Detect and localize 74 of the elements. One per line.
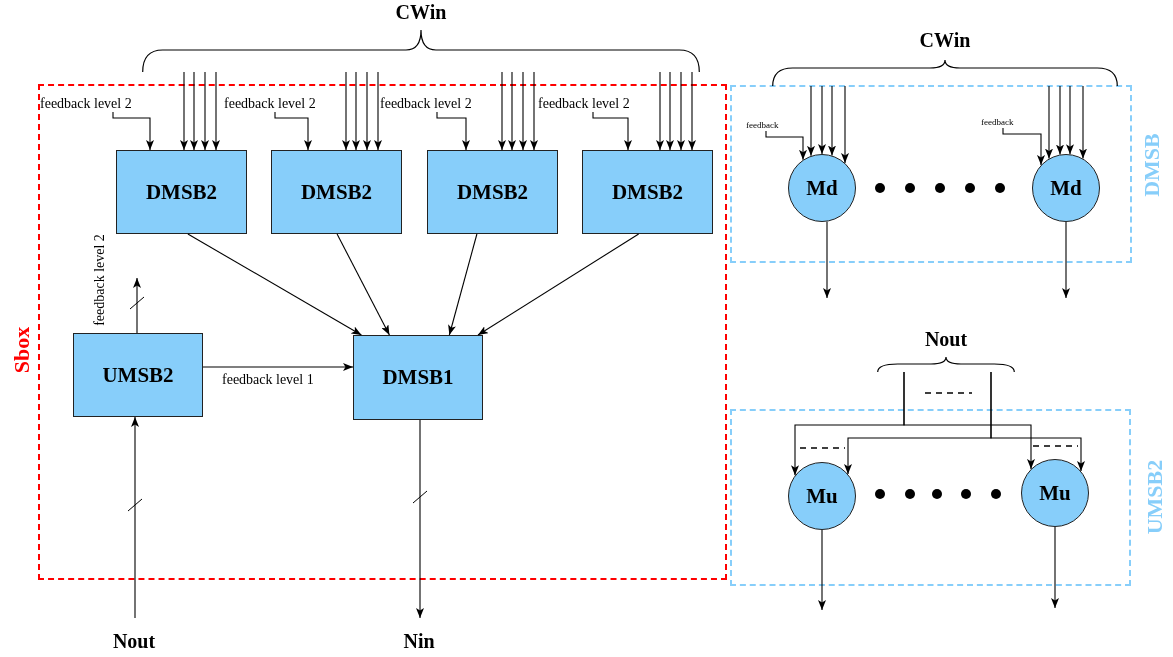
arrow (990, 371, 1085, 472)
arrow (416, 419, 424, 619)
arrow (818, 85, 826, 155)
arrow (903, 371, 1035, 470)
leader-arrow (112, 111, 154, 151)
arrow (336, 233, 390, 336)
input-label: feedback (981, 116, 1025, 128)
arrow (530, 71, 538, 151)
input-label: feedback level 2 (380, 95, 488, 112)
arrow (498, 71, 506, 151)
arrow (363, 71, 371, 151)
arrow (841, 85, 849, 164)
box-label: Md (806, 175, 838, 201)
process-box (271, 150, 402, 234)
leader-arrow (1002, 127, 1045, 166)
box-label: DMSB2 (456, 179, 529, 205)
input-label: feedback level 2 (40, 95, 148, 112)
arrow (677, 71, 685, 151)
signal-label: Nout (105, 618, 163, 652)
group-title: UMSB2 (1142, 459, 1168, 535)
box-label: Md (1050, 175, 1082, 201)
leader-arrow (436, 111, 470, 151)
process-box (427, 150, 558, 234)
box-label: DMSB2 (300, 179, 373, 205)
arrow (1056, 85, 1064, 156)
process-box (116, 150, 247, 234)
process-box (73, 333, 203, 417)
leader-arrow (765, 130, 807, 161)
group-title: DMSB (1139, 133, 1165, 197)
arrow (1066, 85, 1074, 155)
leader-arrow (592, 111, 632, 151)
arrow (1045, 85, 1053, 160)
arrow (201, 71, 209, 151)
arrow (666, 71, 674, 151)
arrow (202, 363, 354, 371)
arrow (180, 71, 188, 151)
arrow (818, 529, 826, 611)
bus-label: Nout (924, 328, 968, 350)
arrow (828, 85, 836, 157)
arrow (508, 71, 516, 151)
arrow (212, 71, 220, 151)
box-label: Mu (1039, 480, 1071, 506)
arrow (374, 71, 382, 151)
process-box (582, 150, 713, 234)
box-label: DMSB2 (145, 179, 218, 205)
arrow (448, 233, 478, 336)
arrow (131, 416, 139, 619)
arrow (190, 71, 198, 151)
bus-label: CWin (395, 1, 447, 23)
box-label: UMSB2 (102, 362, 174, 388)
arrow (1051, 526, 1059, 609)
input-label: feedback level 2 (224, 95, 332, 112)
signal-label: Nin (390, 618, 448, 652)
arrow (342, 71, 350, 151)
box-label: DMSB1 (382, 365, 454, 390)
arrow (807, 85, 815, 157)
process-box (353, 335, 483, 420)
arrow (1062, 221, 1070, 299)
bus-label: CWin (919, 29, 971, 51)
arrow (519, 71, 527, 151)
arrow (1079, 85, 1087, 160)
group-title: Sbox (9, 326, 35, 374)
input-label: feedback (746, 119, 790, 131)
arrow (688, 71, 696, 151)
input-label: feedback level 2 (538, 95, 646, 112)
arrow (352, 71, 360, 151)
arrow (477, 233, 640, 336)
box-label: DMSB2 (611, 179, 684, 205)
box-label: Mu (806, 483, 838, 509)
leader-arrow (274, 111, 312, 151)
arrow (133, 277, 141, 334)
arrow (187, 233, 362, 336)
arrow (823, 221, 831, 299)
arrow (656, 71, 664, 151)
